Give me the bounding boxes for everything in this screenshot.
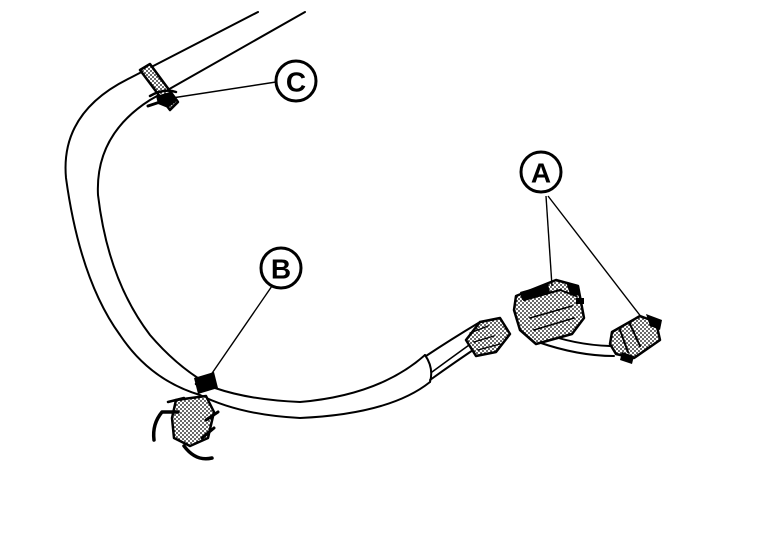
connector-a-large: [512, 278, 586, 346]
leader-c: [171, 81, 277, 99]
clip-c: [138, 62, 180, 112]
leader-b: [205, 285, 273, 383]
callout-c-label: C: [286, 67, 306, 98]
wire-bundle: [425, 316, 615, 381]
callout-b-label: B: [271, 254, 291, 285]
connector-a-small: [608, 314, 662, 364]
harness-tube: [64, 11, 433, 419]
leader-a-2: [547, 195, 643, 319]
callout-a-label: A: [531, 158, 551, 189]
leader-a-1: [545, 195, 553, 287]
callout-b: B: [259, 246, 303, 290]
callout-c: C: [274, 59, 318, 103]
clip-b: [151, 372, 220, 461]
callout-a: A: [519, 150, 563, 194]
